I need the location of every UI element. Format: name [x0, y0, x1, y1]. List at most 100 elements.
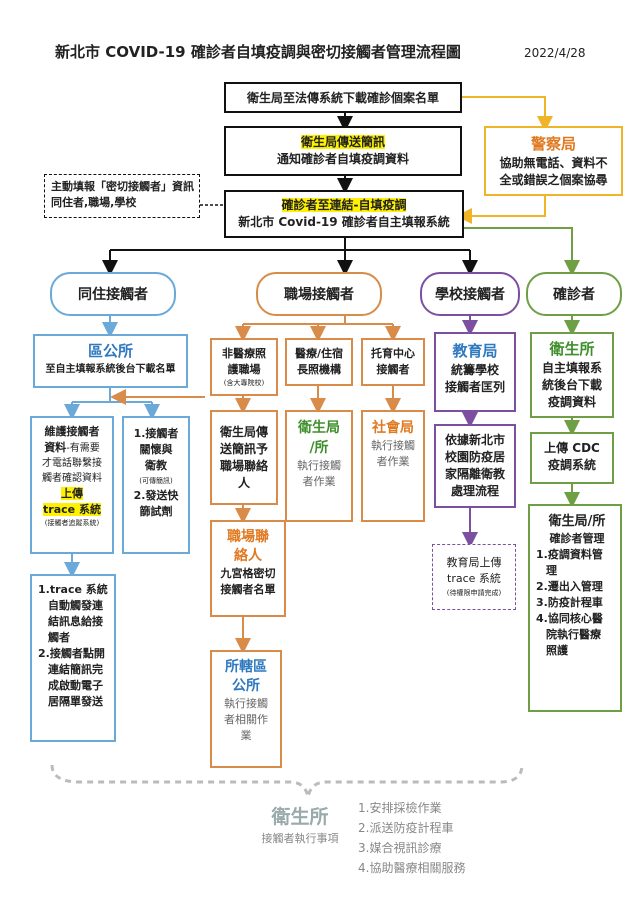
- trace-line-2: 自動觸發連: [48, 599, 103, 612]
- wdistrict-text-1: 執行接觸: [224, 697, 268, 710]
- whealth-text-1: 執行接觸: [297, 459, 341, 472]
- rule-line-2: 校園防疫居: [444, 450, 505, 464]
- trace-line-7: 成啟動電子: [48, 679, 103, 692]
- maintain-line-6: trace 系統: [43, 503, 101, 516]
- footer-item-2: 2.派送防疫計程車: [358, 821, 454, 835]
- mgmt-item-1: 1.疫調資料管: [536, 548, 603, 561]
- wsms-line-3: 職場聯絡: [219, 459, 268, 473]
- trace-line-6: 連結簡訊完: [48, 663, 103, 676]
- mgmt-item-6: 院執行醫療: [546, 628, 601, 641]
- cdc-line-1: 上傳 CDC: [544, 441, 600, 455]
- workplace-sms-box: 衛生局傳 送簡訊予 職場聯絡 人: [210, 410, 278, 505]
- police-text-2: 全或錯誤之個案協尋: [499, 173, 608, 187]
- wcontact-title-2: 絡人: [234, 548, 262, 564]
- care-line-6: 篩試劑: [139, 505, 173, 518]
- contact-report-note: 主動填報「密切接觸者」資訊 同住者,職場,學校: [44, 174, 200, 218]
- wdistrict-text-3: 業: [240, 729, 252, 742]
- trace-line-3: 結訊息給接: [48, 615, 103, 628]
- workplace-contact-box: 職場聯 絡人 九宮格密切 接觸者名單: [210, 520, 286, 617]
- maintain-line-4: 觸者確認資料: [42, 473, 102, 484]
- self-report-box: 確診者至連結-自填疫調 新北市 Covid-19 確診者自主填報系統: [224, 190, 464, 238]
- contact-report-note-2: 同住者,職場,學校: [51, 196, 137, 209]
- household-district-box: 區公所 至自主填報系統後台下載名單: [33, 334, 188, 388]
- workplace-health-box: 衛生局 /所 執行接觸 者作業: [285, 410, 353, 522]
- household-district-sub: 至自主填報系統後台下載名單: [45, 364, 176, 375]
- wcontact-text-2: 接觸者名單: [220, 583, 276, 596]
- maintain-line-7: (接觸者追蹤系統): [44, 519, 100, 527]
- self-report-title: 確診者至連結-自填疫調: [281, 198, 407, 212]
- trace-line-1: 1.trace 系統: [38, 583, 108, 596]
- nonmed-line-2: 護職場: [227, 363, 261, 376]
- daycare-line-2: 接觸者: [376, 363, 410, 376]
- confirmed-cdc-box: 上傳 CDC 疫調系統: [530, 432, 614, 484]
- category-confirmed: 確診者: [526, 272, 622, 316]
- contact-report-note-1: 主動填報「密切接觸者」資訊: [51, 180, 194, 193]
- footer-item-1: 1.安排採檢作業: [358, 801, 442, 815]
- school-rule-box: 依據新北市 校園防疫居 家隔離衛教 處理流程: [434, 424, 516, 508]
- whealth-title-2: /所: [309, 440, 329, 456]
- footer-items: 1.安排採檢作業 2.派送防疫計程車 3.媒合視訊診療 4.協助醫療相關服務: [358, 798, 538, 878]
- whealth-title: 衛生局: [298, 420, 340, 436]
- wsms-line-1: 衛生局傳: [219, 425, 268, 439]
- nonmed-line-3: (含大專院校): [223, 379, 265, 387]
- school-upload-box: 教育局上傳 trace 系統 (待權限申請完成): [432, 544, 516, 610]
- mgmt-item-4: 3.防疫計程車: [536, 596, 603, 609]
- workplace-district-box: 所轄區 公所 執行接觸 者相關作 業: [210, 650, 282, 768]
- wsms-line-4: 人: [237, 476, 250, 490]
- maintain-line-2b: -有需要: [66, 443, 100, 454]
- category-household: 同住接觸者: [50, 272, 176, 316]
- wsms-line-2: 送簡訊予: [219, 442, 268, 456]
- upload-line-2: trace 系統: [447, 572, 501, 585]
- workplace-social-box: 社會局 執行接觸 者作業: [361, 410, 425, 522]
- rule-line-4: 處理流程: [450, 484, 499, 498]
- wcontact-text-1: 九宮格密切: [220, 567, 276, 580]
- workplace-med-box: 醫療/住宿 長照機構: [285, 338, 353, 386]
- nonmed-line-1: 非醫療照: [222, 347, 266, 360]
- trace-line-5: 2.接觸者點開: [38, 647, 105, 660]
- household-care-box: 1.接觸者 關懷與 衛教 (可傳簡訊) 2.發送快 篩試劑: [122, 416, 190, 554]
- mgmt-item-5: 4.協同核心醫: [536, 612, 603, 625]
- hs-text-2: 統後台下載: [541, 378, 602, 392]
- category-workplace: 職場接觸者: [256, 272, 382, 316]
- wcontact-title-1: 職場聯: [227, 529, 269, 545]
- mgmt-item-3: 2.遷出入管理: [536, 580, 603, 593]
- social-text-2: 者作業: [376, 455, 410, 468]
- sms-notify-box: 衛生局傳送簡訊 通知確診者自填疫調資料: [224, 126, 462, 176]
- hs-text-3: 疫調資料: [547, 395, 596, 409]
- school-edu-box: 教育局 統籌學校 接觸者匡列: [434, 332, 516, 412]
- footer-left: 衛生所 接觸者執行事項: [250, 804, 350, 848]
- care-line-3: 衛教: [145, 459, 167, 472]
- care-line-5: 2.發送快: [133, 489, 179, 502]
- upload-line-1: 教育局上傳: [446, 556, 502, 569]
- self-report-sub: 新北市 Covid-19 確診者自主填報系統: [238, 215, 450, 229]
- wdistrict-title-2: 公所: [232, 678, 260, 694]
- download-case-list-text: 衛生局至法傳系統下載確診個案名單: [246, 91, 439, 105]
- whealth-text-2: 者作業: [302, 475, 336, 488]
- sms-notify-title: 衛生局傳送簡訊: [300, 135, 385, 149]
- household-district-title: 區公所: [87, 342, 133, 360]
- police-text-1: 協助無電話、資料不: [499, 156, 608, 170]
- confirmed-hs-box: 衛生所 自主填報系 統後台下載 疫調資料: [530, 332, 614, 418]
- household-maintain-box: 維護接觸者 資料-有需要 才電話聯繫接 觸者確認資料 上傳 trace 系統 (…: [30, 416, 114, 554]
- edu-text-1: 統籌學校: [450, 363, 499, 377]
- household-trace-box: 1.trace 系統 自動觸發連 結訊息給接 觸者 2.接觸者點開 連結簡訊完 …: [30, 574, 116, 742]
- footer-title: 衛生所: [271, 806, 329, 828]
- social-title: 社會局: [372, 420, 414, 436]
- trace-line-4: 觸者: [48, 631, 70, 644]
- workplace-daycare-box: 托育中心 接觸者: [361, 338, 425, 386]
- mgmt-sub: 確診者管理: [549, 532, 605, 545]
- social-text-1: 執行接觸: [371, 439, 415, 452]
- care-line-2: 關懷與: [139, 443, 173, 456]
- footer-subtitle: 接觸者執行事項: [261, 832, 339, 845]
- wdistrict-text-2: 者相關作: [224, 713, 268, 726]
- rule-line-3: 家隔離衛教: [444, 467, 505, 481]
- edu-title: 教育局: [452, 342, 498, 360]
- wdistrict-title-1: 所轄區: [225, 659, 267, 675]
- police-title: 警察局: [530, 135, 576, 153]
- confirmed-mgmt-box: 衛生局/所 確診者管理 1.疫調資料管 理 2.遷出入管理 3.防疫計程車 4.…: [528, 504, 622, 712]
- workplace-nonmed-box: 非醫療照 護職場 (含大專院校): [210, 338, 278, 396]
- footer-item-3: 3.媒合視訊診療: [358, 841, 442, 855]
- care-line-4: (可傳簡訊): [139, 477, 173, 485]
- edu-text-2: 接觸者匡列: [444, 380, 505, 394]
